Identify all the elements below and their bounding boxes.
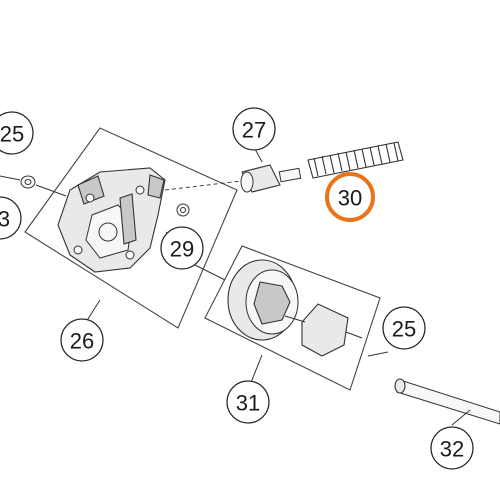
spring-part-30: [307, 141, 404, 179]
callout-label: 3: [0, 207, 10, 232]
shaft-part-32: [394, 378, 500, 425]
pump-rotor-part: [227, 259, 299, 341]
callout-3: 3: [0, 196, 22, 240]
callout-25-right: 25: [382, 306, 426, 350]
callout-30-highlighted: 30: [325, 172, 375, 222]
callout-label: 31: [236, 391, 260, 416]
assembly-box-31: [204, 245, 381, 391]
callout-label: 32: [440, 437, 464, 462]
callout-label: 30: [338, 186, 362, 211]
washer-part-29: [176, 203, 190, 217]
plunger-part-27: [240, 164, 302, 193]
callout-32: 32: [430, 426, 474, 470]
pump-drive-part: [284, 303, 363, 357]
callout-31: 31: [226, 380, 270, 424]
washer-part-left: [20, 175, 36, 189]
callout-25-left: 25: [0, 111, 34, 155]
callout-label: 25: [392, 317, 416, 342]
callout-27: 27: [232, 107, 276, 151]
assembly-box-26: [24, 127, 238, 329]
callout-label: 25: [0, 122, 24, 147]
callout-label: 26: [70, 329, 94, 354]
callout-26: 26: [60, 318, 104, 362]
callout-label: 29: [170, 237, 194, 262]
callout-label: 27: [242, 118, 266, 143]
callout-29: 29: [160, 226, 204, 270]
cover-plate-part: [57, 167, 166, 273]
